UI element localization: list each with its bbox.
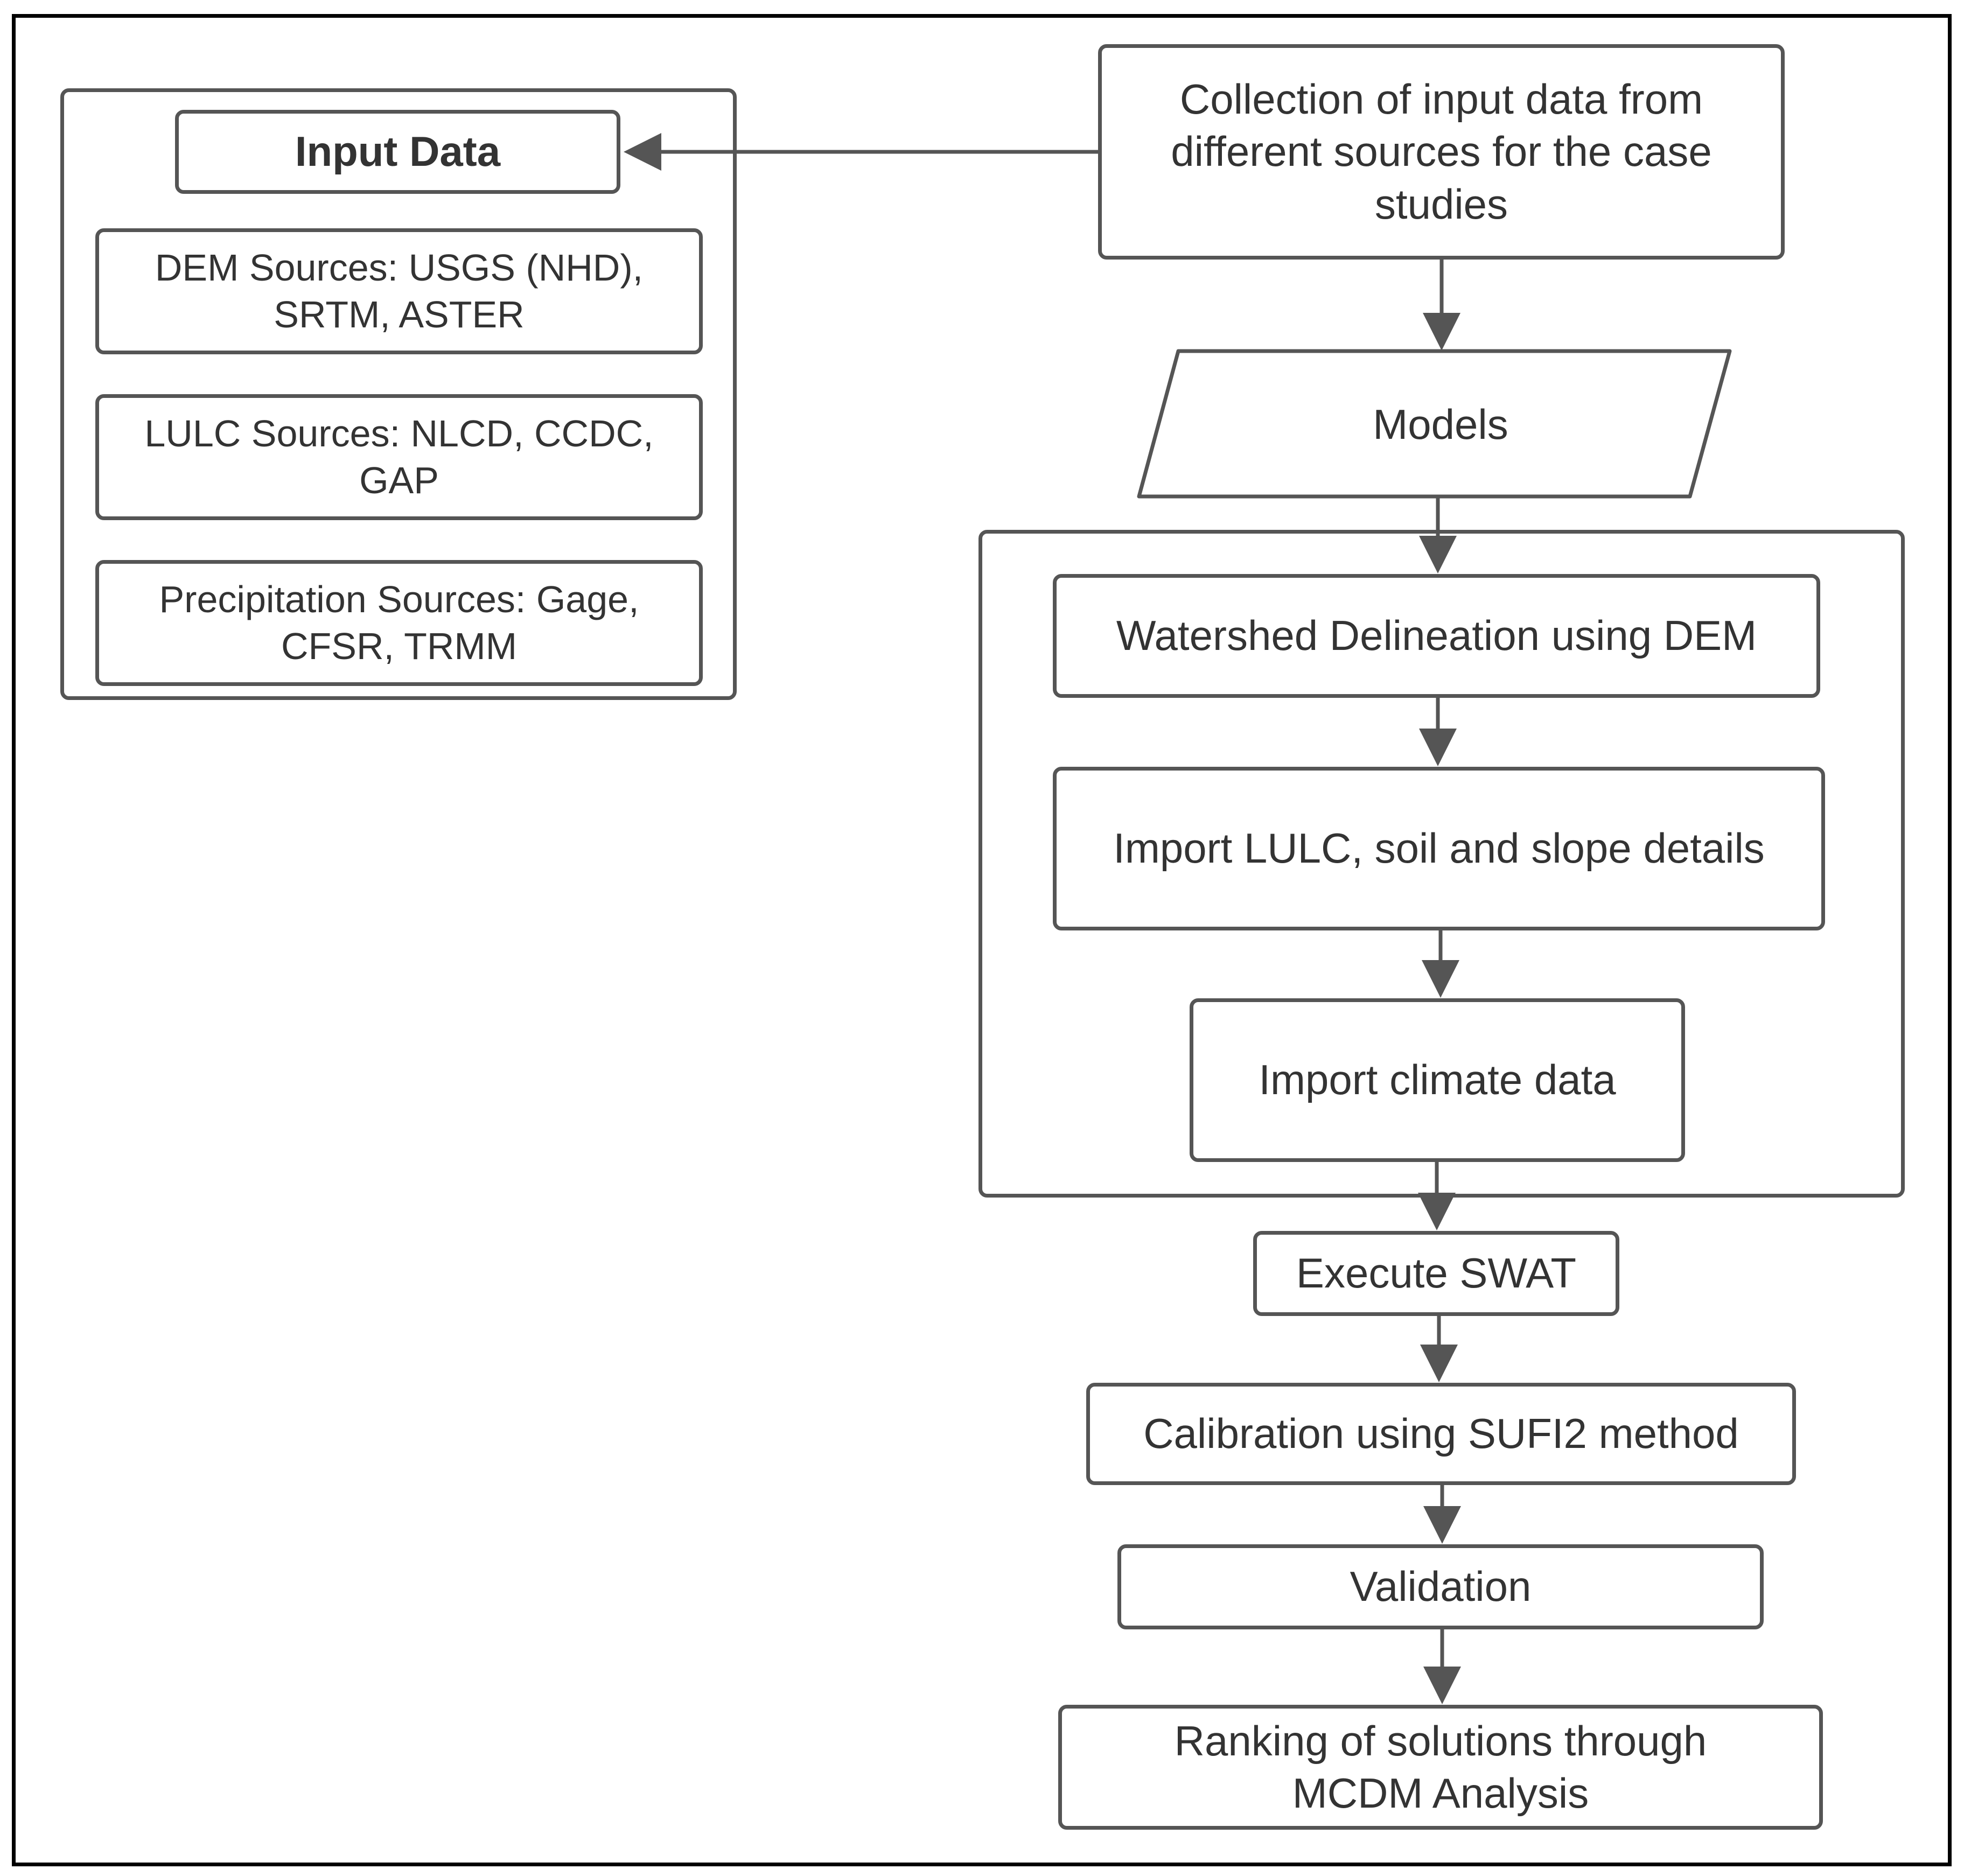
calibration-node: Calibration using SUFI2 method: [1086, 1383, 1796, 1485]
execute-swat-node: Execute SWAT: [1253, 1231, 1619, 1316]
import-lulc-node: Import LULC, soil and slope details: [1053, 767, 1825, 930]
input-item-dem-text: DEM Sources: USGS (NHD), SRTM, ASTER: [155, 246, 644, 336]
models-node-text: Models: [1373, 400, 1508, 448]
import-lulc-text: Import LULC, soil and slope details: [1113, 824, 1765, 872]
input-item-dem: DEM Sources: USGS (NHD), SRTM, ASTER: [95, 228, 703, 354]
input-item-precipitation-text: Precipitation Sources: Gage, CFSR, TRMM: [159, 578, 639, 668]
watershed-delineation-text: Watershed Delineation using DEM: [1116, 612, 1757, 660]
figure-border: [12, 14, 1952, 1866]
input-item-lulc: LULC Sources: NLCD, CCDC, GAP: [95, 394, 703, 520]
collection-node-text: Collection of input data from different …: [1171, 75, 1712, 228]
collection-node: Collection of input data from different …: [1098, 44, 1785, 260]
models-node-label: Models: [1142, 351, 1739, 498]
calibration-text: Calibration using SUFI2 method: [1143, 1410, 1739, 1458]
input-data-title: Input Data: [175, 110, 620, 194]
input-data-title-text: Input Data: [295, 128, 501, 176]
execute-swat-text: Execute SWAT: [1296, 1249, 1577, 1297]
validation-text: Validation: [1350, 1563, 1532, 1611]
models-node: [1137, 349, 1732, 499]
ranking-text: Ranking of solutions through MCDM Analys…: [1174, 1717, 1707, 1817]
ranking-node: Ranking of solutions through MCDM Analys…: [1058, 1705, 1823, 1830]
validation-node: Validation: [1117, 1544, 1764, 1629]
import-climate-text: Import climate data: [1259, 1056, 1616, 1104]
import-climate-node: Import climate data: [1190, 998, 1685, 1162]
input-item-precipitation: Precipitation Sources: Gage, CFSR, TRMM: [95, 560, 703, 686]
watershed-delineation-node: Watershed Delineation using DEM: [1053, 574, 1820, 698]
input-item-lulc-text: LULC Sources: NLCD, CCDC, GAP: [144, 412, 654, 502]
